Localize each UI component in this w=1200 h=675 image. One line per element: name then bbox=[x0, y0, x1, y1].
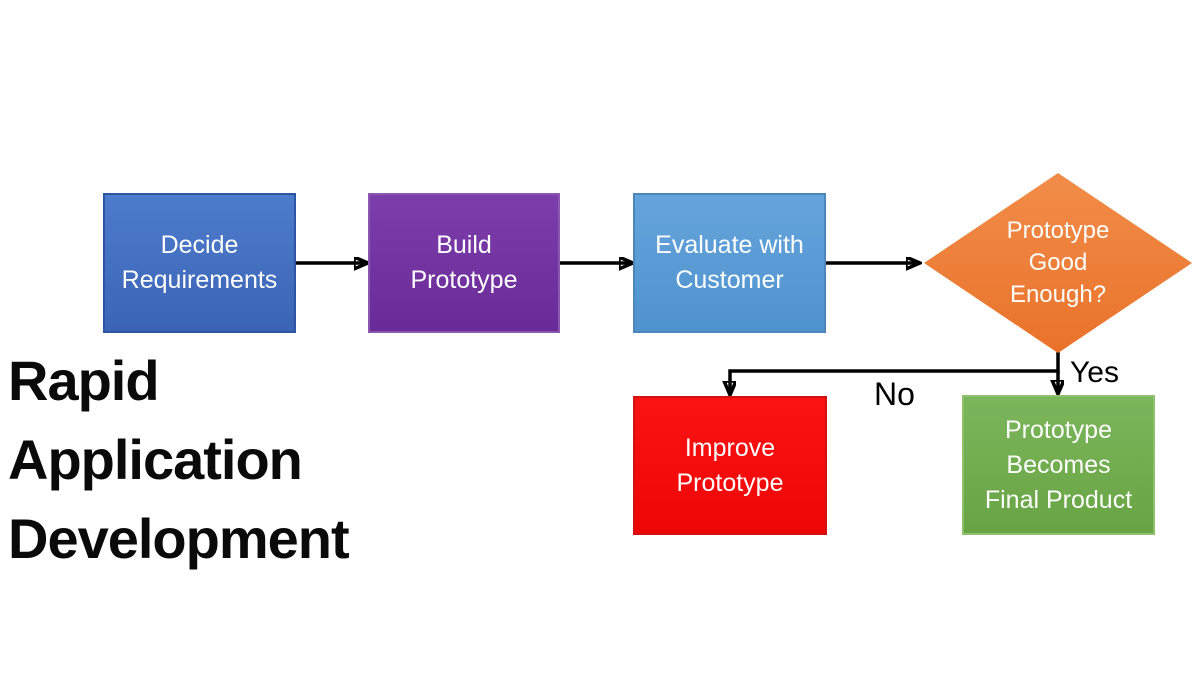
flow-decision-prototype-good-enough: Prototype Good Enough? bbox=[924, 173, 1192, 353]
node-label-line: Prototype bbox=[1006, 217, 1110, 244]
diagram-title-line-3: Development bbox=[8, 507, 350, 570]
node-label-line: Customer bbox=[675, 266, 784, 294]
node-label-line: Prototype bbox=[1004, 415, 1112, 444]
flow-node-evaluate-with-customer: Evaluate with Customer bbox=[633, 193, 826, 333]
diagram-title: Rapid Application Development bbox=[8, 341, 350, 578]
node-label-line: Prototype bbox=[676, 468, 784, 497]
node-label-line: Improve bbox=[684, 433, 776, 462]
flow-node-prototype-becomes-final-product: Prototype Becomes Final Product bbox=[962, 395, 1155, 535]
node-label-line: Evaluate with bbox=[655, 231, 804, 259]
node-label-line: Decide bbox=[160, 231, 239, 259]
flow-node-decide-requirements: Decide Requirements bbox=[103, 193, 296, 333]
edge-label-no: No bbox=[874, 376, 915, 412]
diagram-title-line-1: Rapid bbox=[8, 349, 160, 412]
edge-label-yes: Yes bbox=[1070, 356, 1119, 389]
node-label-line: Requirements bbox=[121, 266, 278, 294]
node-label-line: Good bbox=[1028, 249, 1088, 276]
node-label-line: Becomes bbox=[1006, 450, 1111, 479]
flow-node-build-prototype: Build Prototype bbox=[368, 193, 560, 333]
diagram-title-line-2: Application bbox=[8, 428, 303, 491]
node-label-line: Build bbox=[436, 231, 492, 259]
node-label-line: Prototype bbox=[410, 266, 518, 294]
node-label-line: Final Product bbox=[984, 485, 1133, 514]
flow-node-improve-prototype: Improve Prototype bbox=[633, 396, 827, 535]
node-label-line: Enough? bbox=[1009, 281, 1107, 308]
